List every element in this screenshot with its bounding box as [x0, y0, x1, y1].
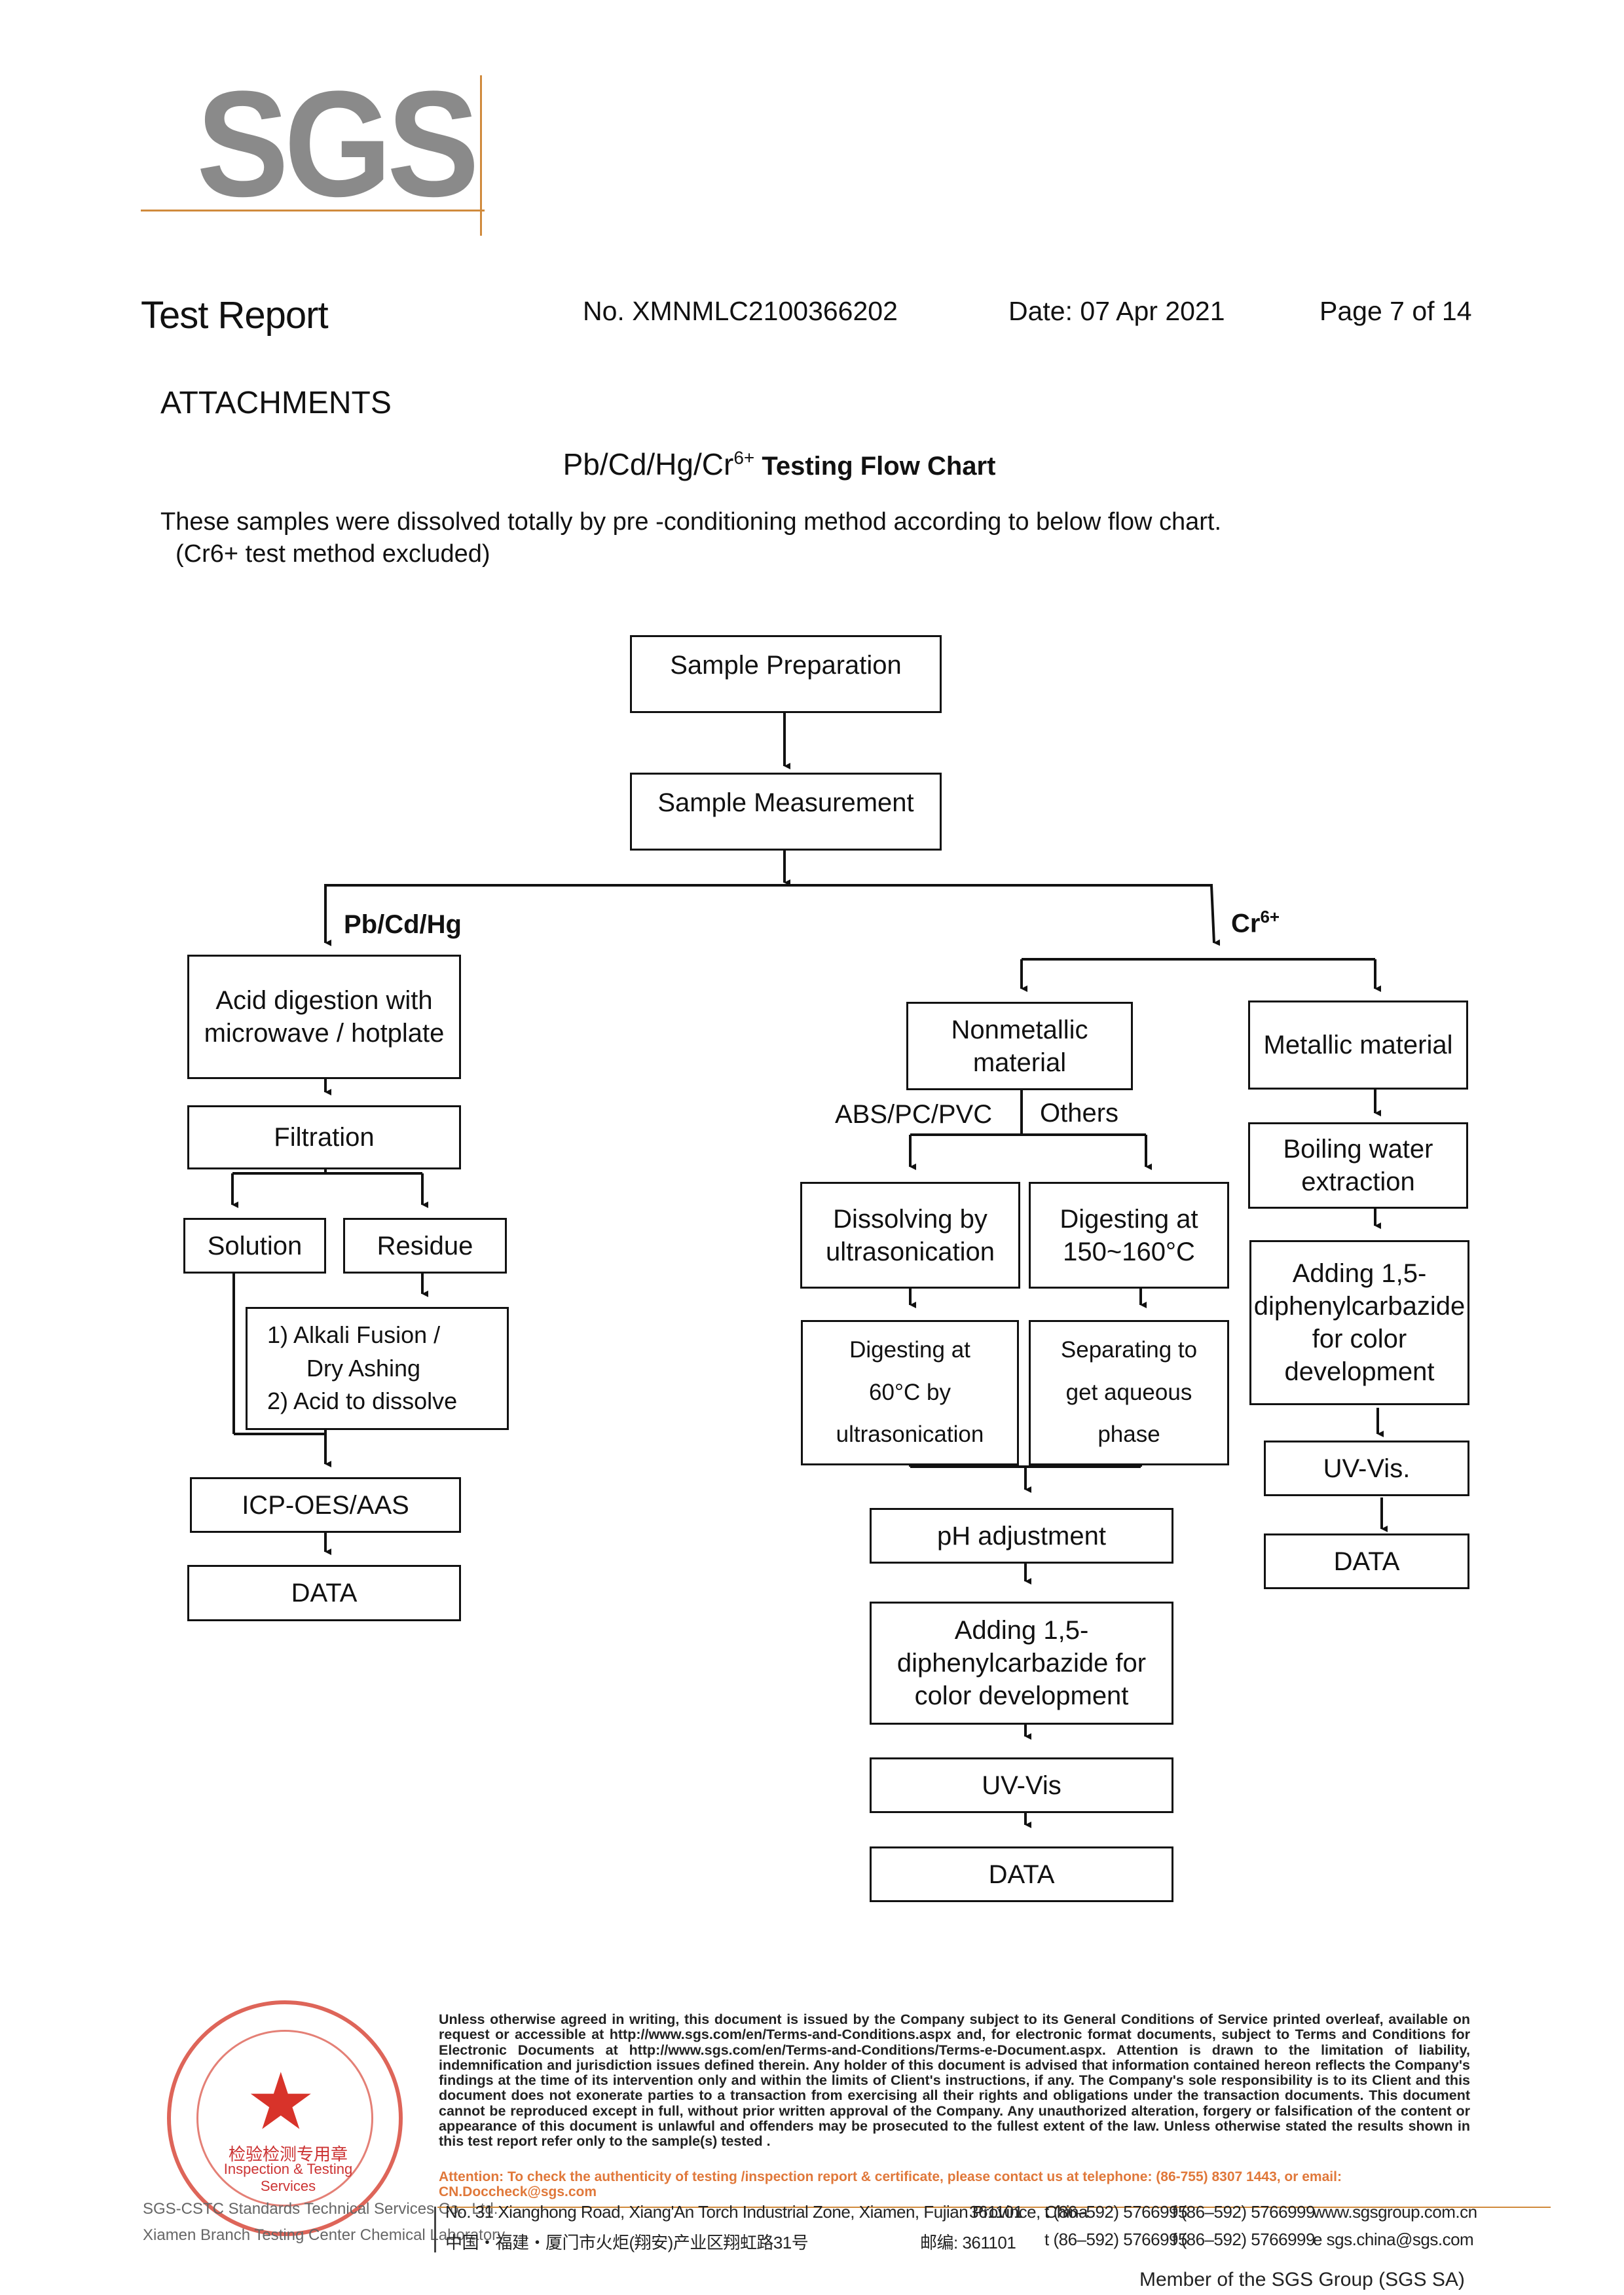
filtration-box: Filtration — [187, 1105, 461, 1169]
report-title: Test Report — [141, 294, 329, 337]
solution-box: Solution — [183, 1218, 326, 1274]
stamp-en-text: Inspection & Testing Services — [223, 2161, 353, 2194]
alkali-fusion-box: 1) Alkali Fusion / Dry Ashing 2) Acid to… — [246, 1307, 509, 1430]
boiling-water-box: Boiling water extraction — [1248, 1122, 1468, 1209]
ph-adjustment-box: pH adjustment — [870, 1508, 1173, 1564]
report-date: Date: 07 Apr 2021 — [1008, 296, 1225, 326]
abs-pc-pvc-label: ABS/PC/PVC — [835, 1100, 993, 1129]
uv-vis-middle-box: UV-Vis — [870, 1757, 1173, 1813]
footer-divider-vertical — [434, 2207, 436, 2252]
sample-preparation-box: Sample Preparation — [630, 635, 942, 713]
company-stamp-ring — [196, 2030, 373, 2207]
logo-divider-vertical — [480, 75, 482, 236]
page-number: Page 7 of 14 — [1320, 296, 1472, 326]
intro-note: (Cr6+ test method excluded) — [175, 540, 490, 568]
address-row-en: No. 31 Xianghong Road, Xiang'An Torch In… — [445, 2202, 1477, 2222]
footer-divider — [437, 2207, 1551, 2208]
stamp-cn-text: 检验检测专用章 — [228, 2144, 348, 2164]
digesting-150-box: Digesting at 150~160°C — [1029, 1182, 1229, 1289]
branch-label-cr6: Cr6+ — [1231, 907, 1280, 938]
address-row-cn: 中国・福建・厦门市火炬(翔安)产业区翔虹路31号 邮编: 361101 t (8… — [445, 2230, 1474, 2252]
report-number: No. XMNMLC2100366202 — [583, 296, 898, 326]
residue-box: Residue — [343, 1218, 507, 1274]
others-label: Others — [1040, 1099, 1119, 1128]
adding-diphenylcarbazide-box: Adding 1,5-diphenylcarbazide for color d… — [870, 1602, 1173, 1725]
star-icon: ★ — [246, 2058, 316, 2146]
chart-title: Pb/Cd/Hg/Cr6+ Testing Flow Chart — [563, 447, 996, 481]
data-right-box: DATA — [1264, 1533, 1469, 1589]
intro-text: These samples were dissolved totally by … — [160, 508, 1222, 536]
company-stamp — [167, 2000, 403, 2236]
acid-digestion-box: Acid digestion with microwave / hotplate — [187, 955, 461, 1079]
data-middle-box: DATA — [870, 1846, 1173, 1902]
adding-diphenylcarbazide-right-box: Adding 1,5-diphenylcarbazide for color d… — [1249, 1240, 1469, 1405]
logo-divider — [141, 210, 485, 211]
data-left-box: DATA — [187, 1565, 461, 1621]
authenticity-notice: Attention: To check the authenticity of … — [439, 2169, 1342, 2199]
section-heading: ATTACHMENTS — [160, 386, 392, 420]
sgs-logo: SGS — [196, 60, 479, 228]
company-branch: Xiamen Branch Testing Center Chemical La… — [143, 2226, 506, 2244]
nonmetallic-box: Nonmetallic material — [906, 1002, 1133, 1090]
sample-measurement-box: Sample Measurement — [630, 773, 942, 851]
metallic-box: Metallic material — [1248, 1001, 1468, 1090]
member-note: Member of the SGS Group (SGS SA) — [1139, 2269, 1465, 2290]
branch-label-pbcdhg: Pb/Cd/Hg — [344, 910, 462, 939]
uv-vis-right-box: UV-Vis. — [1264, 1441, 1469, 1496]
company-name: SGS-CSTC Standards Technical Services Co… — [143, 2200, 498, 2218]
icp-oes-aas-box: ICP-OES/AAS — [190, 1477, 461, 1533]
legal-disclaimer: Unless otherwise agreed in writing, this… — [439, 2011, 1470, 2150]
dissolving-ultrasonication-box: Dissolving by ultrasonication — [800, 1182, 1020, 1289]
